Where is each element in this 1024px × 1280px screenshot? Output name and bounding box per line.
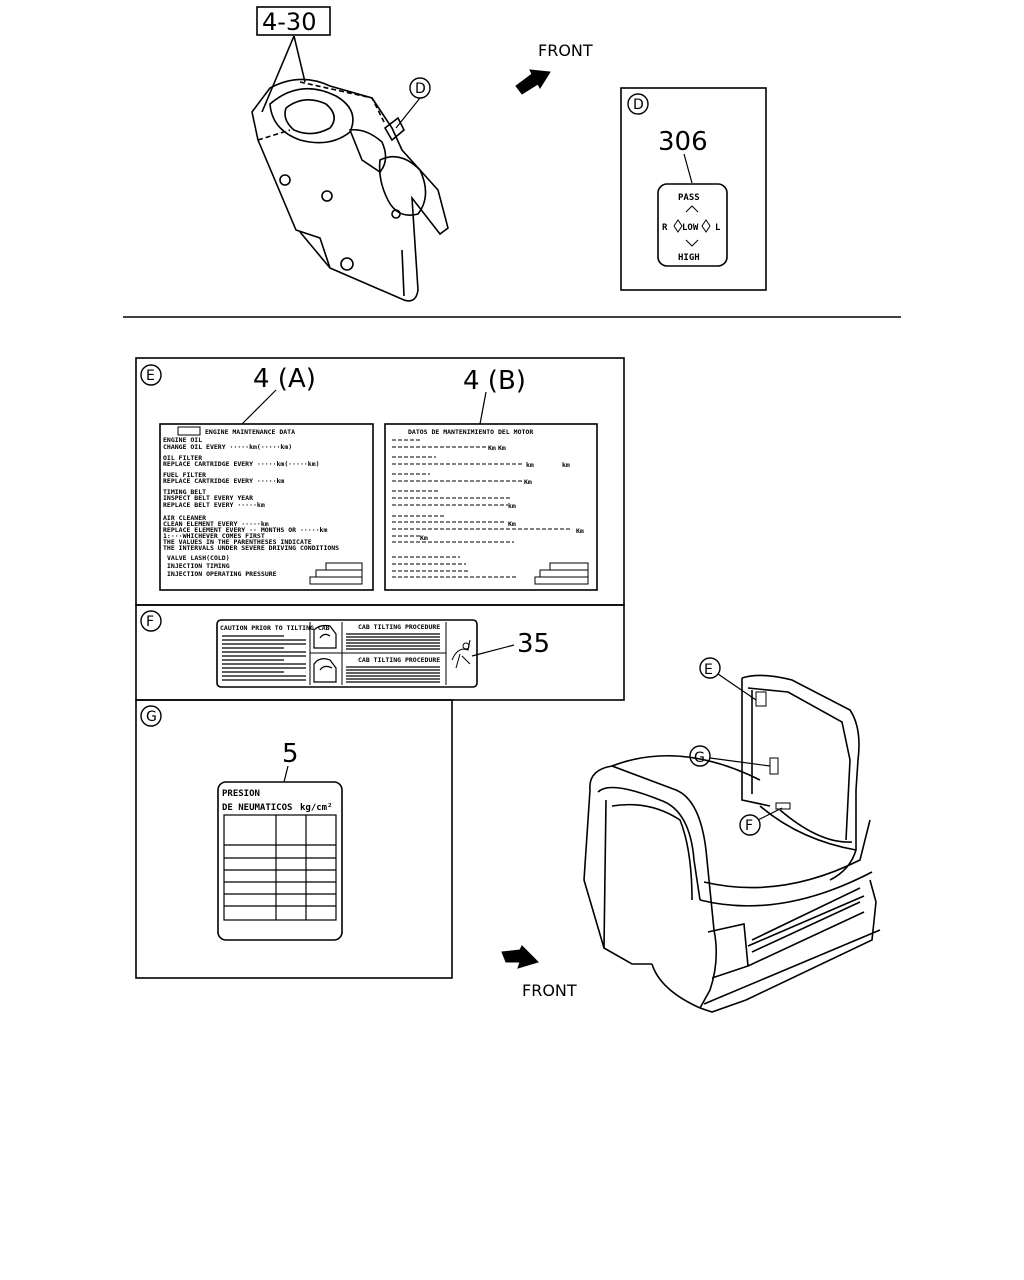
label-4b-unit: Km — [420, 534, 428, 542]
front-arrow-icon-top — [515, 69, 551, 95]
label-4a-line: REPLACE BELT EVERY ·····km — [163, 501, 265, 509]
cab-tilt-text-lines — [222, 633, 440, 683]
detail-d-circle — [627, 93, 649, 115]
label-g-unit: kg/cm² — [300, 803, 333, 813]
detail-d-frame — [620, 87, 767, 291]
panel-g-letter: G — [146, 709, 157, 725]
label-4b-unit: Km — [524, 478, 532, 486]
cab-callout-e-letter: E — [704, 662, 713, 678]
label-4a-line: CHANGE OIL EVERY ·····km(·····km) — [163, 443, 292, 451]
switch-assembly-illustration — [251, 6, 449, 302]
label-4a-line: INSPECT BELT EVERY YEAR — [163, 494, 253, 502]
part-number-4a: 4 (A) — [253, 364, 316, 394]
person-icon — [451, 639, 471, 669]
switch-low-text: LOW — [682, 223, 699, 233]
label-4b-boxes — [534, 562, 589, 585]
label-4a-line: INJECTION OPERATING PRESSURE — [167, 570, 277, 578]
front-arrow-icon-bottom — [501, 945, 539, 969]
label-4a-line: ENGINE OIL — [163, 436, 202, 444]
label-g-line1: PRESION — [222, 789, 260, 799]
tire-pressure-table — [223, 814, 337, 921]
panel-f-circle — [140, 610, 162, 632]
front-label-bottom: FRONT — [522, 981, 577, 1000]
dimmer-switch-label — [657, 183, 728, 267]
label-4b-unit: Km — [576, 527, 584, 535]
cab-tilt-label — [216, 619, 478, 688]
label-4a-line: CLEAN ELEMENT EVERY ·····km — [163, 520, 269, 528]
switch-high-text: HIGH — [678, 253, 700, 263]
front-label-top: FRONT — [538, 41, 593, 60]
label-4b — [384, 423, 598, 591]
label-4a-line: THE INTERVALS UNDER SEVERE DRIVING CONDI… — [163, 544, 339, 552]
part-number-35: 35 — [517, 629, 550, 659]
label-4a-line: VALVE LASH(COLD) — [167, 554, 230, 562]
label-4a — [159, 423, 374, 591]
label-4b-unit: km — [562, 461, 570, 469]
label-4a-line: REPLACE CARTRIDGE EVERY ·····km(·····km) — [163, 460, 320, 468]
label-f-down-title: CAB TILTING PROCEDURE — [358, 656, 440, 664]
label-4b-unit: Km — [498, 444, 506, 452]
cab-callout-circle-e — [699, 657, 721, 679]
label-4a-line: AIR CLEANER — [163, 514, 206, 522]
label-4b-unit: Km — [488, 444, 496, 452]
callout-box-4-30 — [256, 6, 331, 36]
label-4a-line: REPLACE ELEMENT EVERY ·· MONTHS OR ·····… — [163, 526, 327, 534]
callout-4-30: 4-30 — [262, 8, 316, 36]
cab-callout-f-letter: F — [745, 818, 753, 834]
label-4a-line: REPLACE CARTRIDGE EVERY ·····km — [163, 477, 284, 485]
cab-illustration — [583, 674, 881, 1013]
tilt-cab-icon — [313, 624, 337, 683]
cab-callout-circle-f — [739, 814, 761, 836]
tire-pressure-label — [217, 781, 343, 941]
panel-g-circle — [140, 705, 162, 727]
panel-e-circle — [140, 364, 162, 386]
label-g-line2: DE NEUMATICOS — [222, 803, 292, 813]
part-number-5: 5 — [282, 739, 299, 769]
label-4b-unit: Km — [508, 520, 516, 528]
part-number-4b: 4 (B) — [463, 366, 526, 396]
panel-e-letter: E — [146, 368, 155, 384]
cab-callout-g-letter: G — [694, 750, 705, 766]
label-f-caution-title: CAUTION PRIOR TO TILTING CAB — [220, 624, 330, 632]
label-4a-line: OIL FILTER — [163, 454, 202, 462]
callout-d-top-letter: D — [415, 81, 426, 97]
switch-pass-text: PASS — [678, 193, 700, 203]
label-4a-line: INJECTION TIMING — [167, 562, 230, 570]
part-number-306: 306 — [658, 127, 708, 157]
label-4a-line: THE VALUES IN THE PARENTHESES INDICATE — [163, 538, 312, 546]
switch-r-text: R — [662, 223, 668, 233]
panel-f-letter: F — [146, 614, 154, 630]
label-4b-unit: km — [508, 502, 516, 510]
label-4b-title: DATOS DE MANTENIMIENTO DEL MOTOR — [408, 428, 533, 436]
cab-callout-circle-g — [689, 745, 711, 767]
switch-l-text: L — [715, 223, 721, 233]
detail-d-letter: D — [633, 97, 644, 113]
panel-g-frame — [135, 699, 453, 979]
label-4a-boxes — [309, 562, 363, 585]
label-4a-line: FUEL FILTER — [163, 471, 206, 479]
label-f-tilt-title: CAB TILTING PROCEDURE — [358, 623, 440, 631]
label-4b-unit: km — [526, 461, 534, 469]
label-4a-line: TIMING BELT — [163, 488, 206, 496]
label-4a-title: ENGINE MAINTENANCE DATA — [205, 428, 295, 436]
label-4a-line: 1:···WHICHEVER COMES FIRST — [163, 532, 265, 540]
